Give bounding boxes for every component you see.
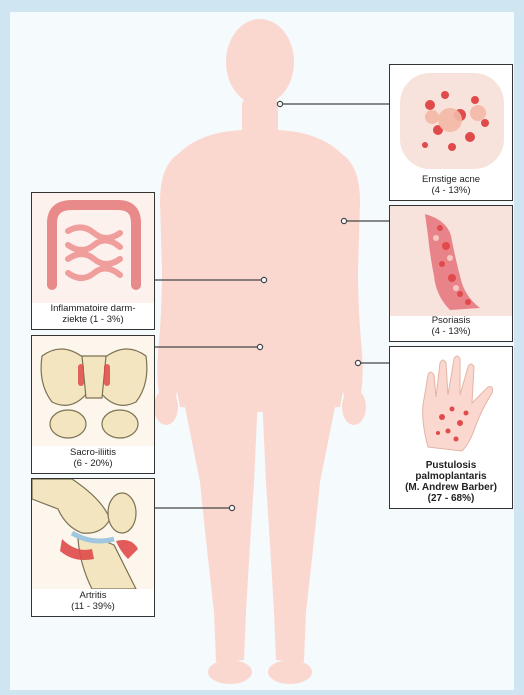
artritis-label: Artritis (11 - 39%) bbox=[32, 591, 154, 612]
diagram-canvas: Ernstige acne (4 - 13%) Psoriasis (4 - 1… bbox=[10, 12, 514, 690]
pustulosis-label: Pustulosis palmoplantaris (M. Andrew Bar… bbox=[390, 460, 512, 504]
psoriasis-label: Psoriasis (4 - 13%) bbox=[390, 316, 512, 337]
knee-joint-illustration bbox=[32, 479, 155, 589]
intestine-illustration bbox=[32, 193, 155, 303]
palm-illustration bbox=[390, 347, 513, 457]
acne-label: Ernstige acne (4 - 13%) bbox=[390, 175, 512, 196]
panel-artritis: Artritis (11 - 39%) bbox=[31, 478, 155, 617]
panel-sacro: Sacro-iliitis (6 - 20%) bbox=[31, 335, 155, 474]
psoriasis-skin-illustration bbox=[390, 206, 513, 316]
sacro-label: Sacro-iliitis (6 - 20%) bbox=[32, 448, 154, 469]
panel-ibd: Inflammatoire darm- ziekte (1 - 3%) bbox=[31, 192, 155, 330]
acne-skin-illustration bbox=[390, 65, 513, 175]
panel-psoriasis: Psoriasis (4 - 13%) bbox=[389, 205, 513, 342]
ibd-label: Inflammatoire darm- ziekte (1 - 3%) bbox=[32, 304, 154, 325]
panel-acne: Ernstige acne (4 - 13%) bbox=[389, 64, 513, 201]
pelvis-illustration bbox=[32, 336, 155, 446]
panel-pustulosis: Pustulosis palmoplantaris (M. Andrew Bar… bbox=[389, 346, 513, 509]
